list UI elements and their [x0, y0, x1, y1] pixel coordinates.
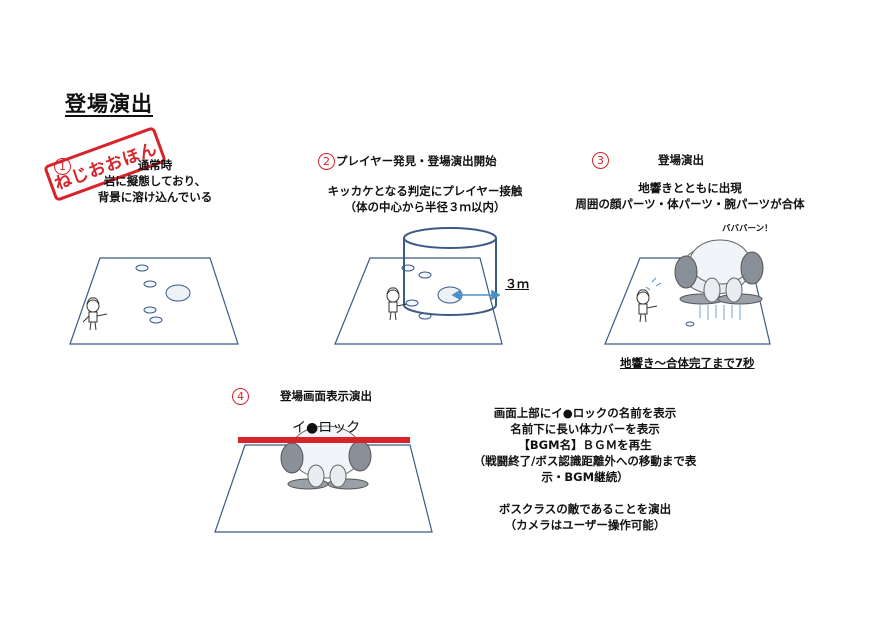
panel-3-line: 地響きとともに出現 — [638, 181, 742, 195]
panel-3-line: 周囲の顔パーツ・体パーツ・腕パーツが合体 — [575, 197, 805, 211]
rock — [143, 280, 157, 288]
panel-2-heading: プレイヤー発見・登場演出開始 — [336, 154, 497, 168]
note-line: 示・BGM継続） — [541, 470, 629, 484]
panel-3-number: 3 — [592, 152, 609, 169]
panel-1-line: 岩に擬態しており、 — [103, 174, 207, 188]
radius-label: ３ｍ — [505, 277, 530, 291]
note-line: 名前下に長い体力バーを表示 — [510, 422, 660, 436]
stage-floor — [334, 257, 503, 345]
note-line: 画面上部にイ●ロックの名前を表示 — [493, 406, 677, 420]
note-line: ボスクラスの敵であることを演出 — [498, 502, 672, 516]
rock — [143, 306, 157, 314]
note-spacer — [455, 485, 715, 501]
sound-effect-text: バババーン！ — [722, 224, 773, 234]
panel-1-number: 1 — [54, 158, 71, 175]
panel-2-line: キッカケとなる判定にプレイヤー接触 — [327, 184, 523, 198]
rock-large — [165, 284, 191, 302]
rock — [149, 316, 163, 324]
note-line: 【BGM名】ＢＧＭを再生 — [518, 438, 652, 452]
panel-4-heading: 登場画面表示演出 — [280, 389, 372, 403]
radius-arrow — [451, 289, 501, 301]
note-line: （カメラはユーザー操作可能） — [504, 518, 666, 532]
rock — [135, 264, 149, 272]
boss-golem — [674, 239, 764, 305]
boss-arm-right — [740, 251, 764, 285]
boss-health-bar — [238, 437, 410, 443]
panel-3-heading: 登場演出 — [658, 153, 704, 167]
panel-2-number: 2 — [318, 153, 335, 170]
player-character — [636, 289, 658, 323]
surprise-mark — [645, 277, 662, 291]
boss-nameplate: イ●ロック — [292, 420, 361, 436]
panel-3-footer: 地響き～合体完了まで7秒 — [620, 356, 755, 370]
player-character — [82, 297, 108, 331]
panel-2-line: （体の中心から半径３ｍ以内） — [344, 200, 506, 214]
stage-floor — [69, 257, 239, 345]
boss-arm-left — [674, 255, 698, 289]
panel-2-text: キッカケとなる判定にプレイヤー接触 （体の中心から半径３ｍ以内） — [305, 183, 545, 215]
panel-1-line: 通常時 — [137, 158, 173, 172]
panel-4-notes: 画面上部にイ●ロックの名前を表示 名前下に長い体力バーを表示 【BGM名】ＢＧＭ… — [455, 405, 715, 533]
player-character — [386, 287, 408, 321]
note-line: （戦闘終了/ボス認識距離外への移動まで表 — [473, 454, 697, 468]
boss-arm-right — [348, 440, 372, 472]
boss-arm-left — [280, 442, 304, 474]
panel-3-text: 地響きとともに出現 周囲の顔パーツ・体パーツ・腕パーツが合体 — [560, 180, 820, 212]
page-title: 登場演出 — [65, 92, 153, 116]
rock — [405, 299, 419, 307]
rock — [418, 271, 432, 279]
panel-1-text: 通常時 岩に擬態しており、 背景に溶け込んでいる — [90, 157, 220, 205]
panel-1-line: 背景に溶け込んでいる — [97, 190, 213, 204]
rumble-lines — [699, 305, 741, 320]
panel-4-number: 4 — [232, 388, 249, 405]
